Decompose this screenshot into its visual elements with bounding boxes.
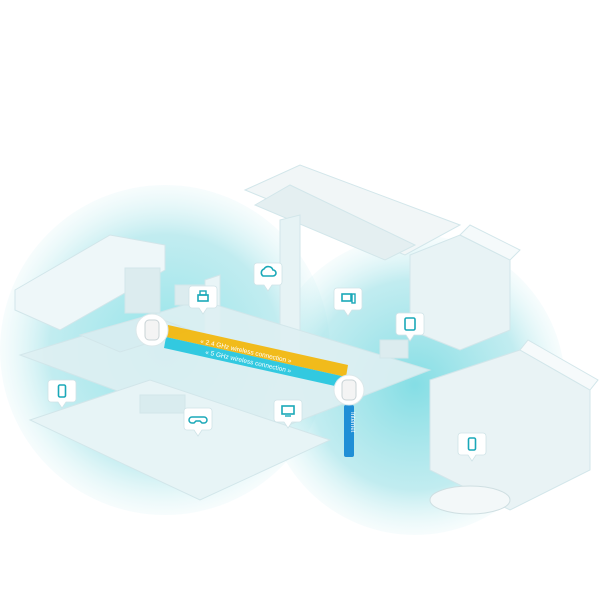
band-24ghz [166,325,348,377]
device-pin [253,262,283,292]
wireless-links [164,325,354,457]
printer-icon [197,290,209,302]
deco-unit-icon [144,319,160,341]
game-controller-icon [188,416,208,424]
smartphone-garage-icon [467,437,477,451]
device-pin [395,312,425,342]
deco-router-main [135,313,169,347]
device-pin [183,407,213,437]
internet-label: Internet [349,412,355,433]
deco-unit-icon [341,379,357,401]
device-pin [333,287,363,317]
device-pin [47,379,77,409]
smartphone-icon [57,384,67,398]
smart-tv-icon [281,405,295,417]
device-pin [188,285,218,315]
band-5ghz [164,337,346,388]
tablet-icon [404,317,416,331]
internet-cable [344,405,354,457]
cloud-storage-icon [260,265,277,277]
deco-router-satellite [333,374,365,406]
device-pin [457,432,487,462]
desktop-computer-icon [341,293,356,304]
device-pin [273,399,303,429]
